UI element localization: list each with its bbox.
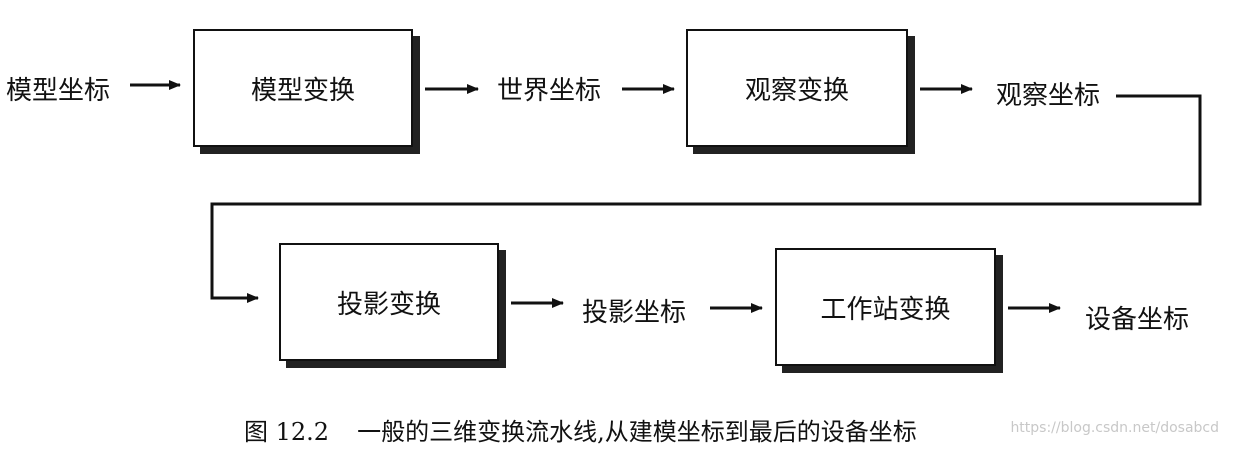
projection-coords-label: 投影坐标 xyxy=(582,298,687,328)
figure-number: 图 12.2 xyxy=(244,418,330,446)
view-transform-box: 观察变换 xyxy=(686,29,908,147)
figure-caption-text: 一般的三维变换流水线,从建模坐标到最后的设备坐标 xyxy=(357,418,917,446)
world-coords-label: 世界坐标 xyxy=(497,76,602,106)
projection-transform-box: 投影变换 xyxy=(279,243,499,361)
elbow-view-coords-to-projection-transform xyxy=(210,94,1202,303)
projection-transform-label: 投影变换 xyxy=(336,289,441,320)
watermark: https://blog.csdn.net/dosabcd xyxy=(1010,420,1219,436)
model-transform-label: 模型变换 xyxy=(250,75,355,106)
view-transform-label: 观察变换 xyxy=(744,75,849,106)
workstation-transform-box: 工作站变换 xyxy=(775,248,996,366)
device-coords-label: 设备坐标 xyxy=(1085,305,1190,335)
model-transform-box: 模型变换 xyxy=(193,29,413,147)
workstation-transform-label: 工作站变换 xyxy=(820,294,951,325)
view-coords-label: 观察坐标 xyxy=(996,81,1101,111)
model-coords-label: 模型坐标 xyxy=(6,76,111,106)
figure-caption: 图 12.2 一般的三维变换流水线,从建模坐标到最后的设备坐标 xyxy=(244,412,917,447)
